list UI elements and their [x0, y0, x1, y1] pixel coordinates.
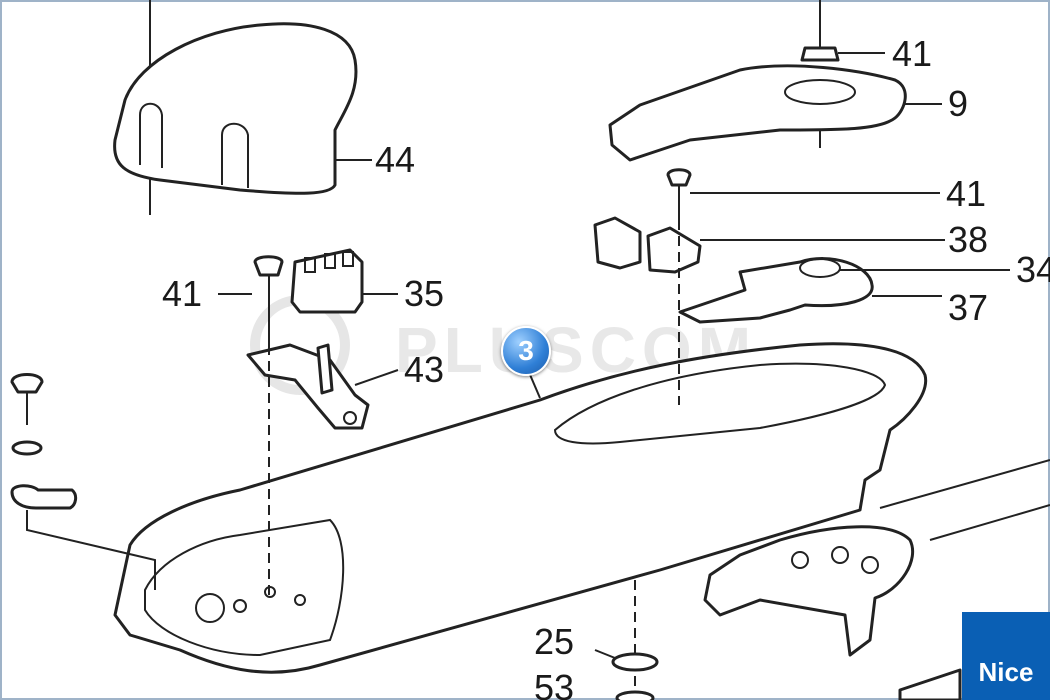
part-35-connector — [290, 248, 398, 314]
callout-44: 44 — [375, 139, 415, 180]
part-3-main-body — [113, 342, 928, 674]
callout-25: 25 — [534, 621, 574, 662]
part-43-bracket — [246, 343, 399, 430]
callout-9: 9 — [948, 83, 968, 124]
callout-53: 53 — [534, 667, 574, 700]
nice-logo: Nice — [962, 612, 1050, 700]
rail-line — [879, 459, 1050, 509]
callout-43: 43 — [404, 349, 444, 390]
callout-38: 38 — [948, 219, 988, 260]
callout-41-mid: 41 — [946, 173, 986, 214]
callout-37: 37 — [948, 287, 988, 328]
rail-fragment — [898, 668, 962, 700]
part-41-screw — [666, 168, 940, 220]
part-41-screw-left — [218, 255, 284, 345]
part-number-badge[interactable]: 3 — [501, 326, 551, 376]
rail-line-lower — [929, 504, 1050, 541]
callout-34: 34 — [1016, 249, 1050, 290]
screw-stack-left — [10, 373, 156, 590]
part-53-washer — [615, 690, 655, 700]
callout-41-left: 41 — [162, 273, 202, 314]
part-37-arm — [678, 257, 1010, 324]
bottom-right-bracket — [703, 525, 915, 657]
part-44-cover — [113, 0, 372, 215]
part-25-oring — [594, 649, 659, 672]
callout-35: 35 — [404, 273, 444, 314]
callout-41-top: 41 — [892, 33, 932, 74]
part-38-bracket — [593, 216, 945, 274]
part-9-lever — [608, 0, 942, 162]
